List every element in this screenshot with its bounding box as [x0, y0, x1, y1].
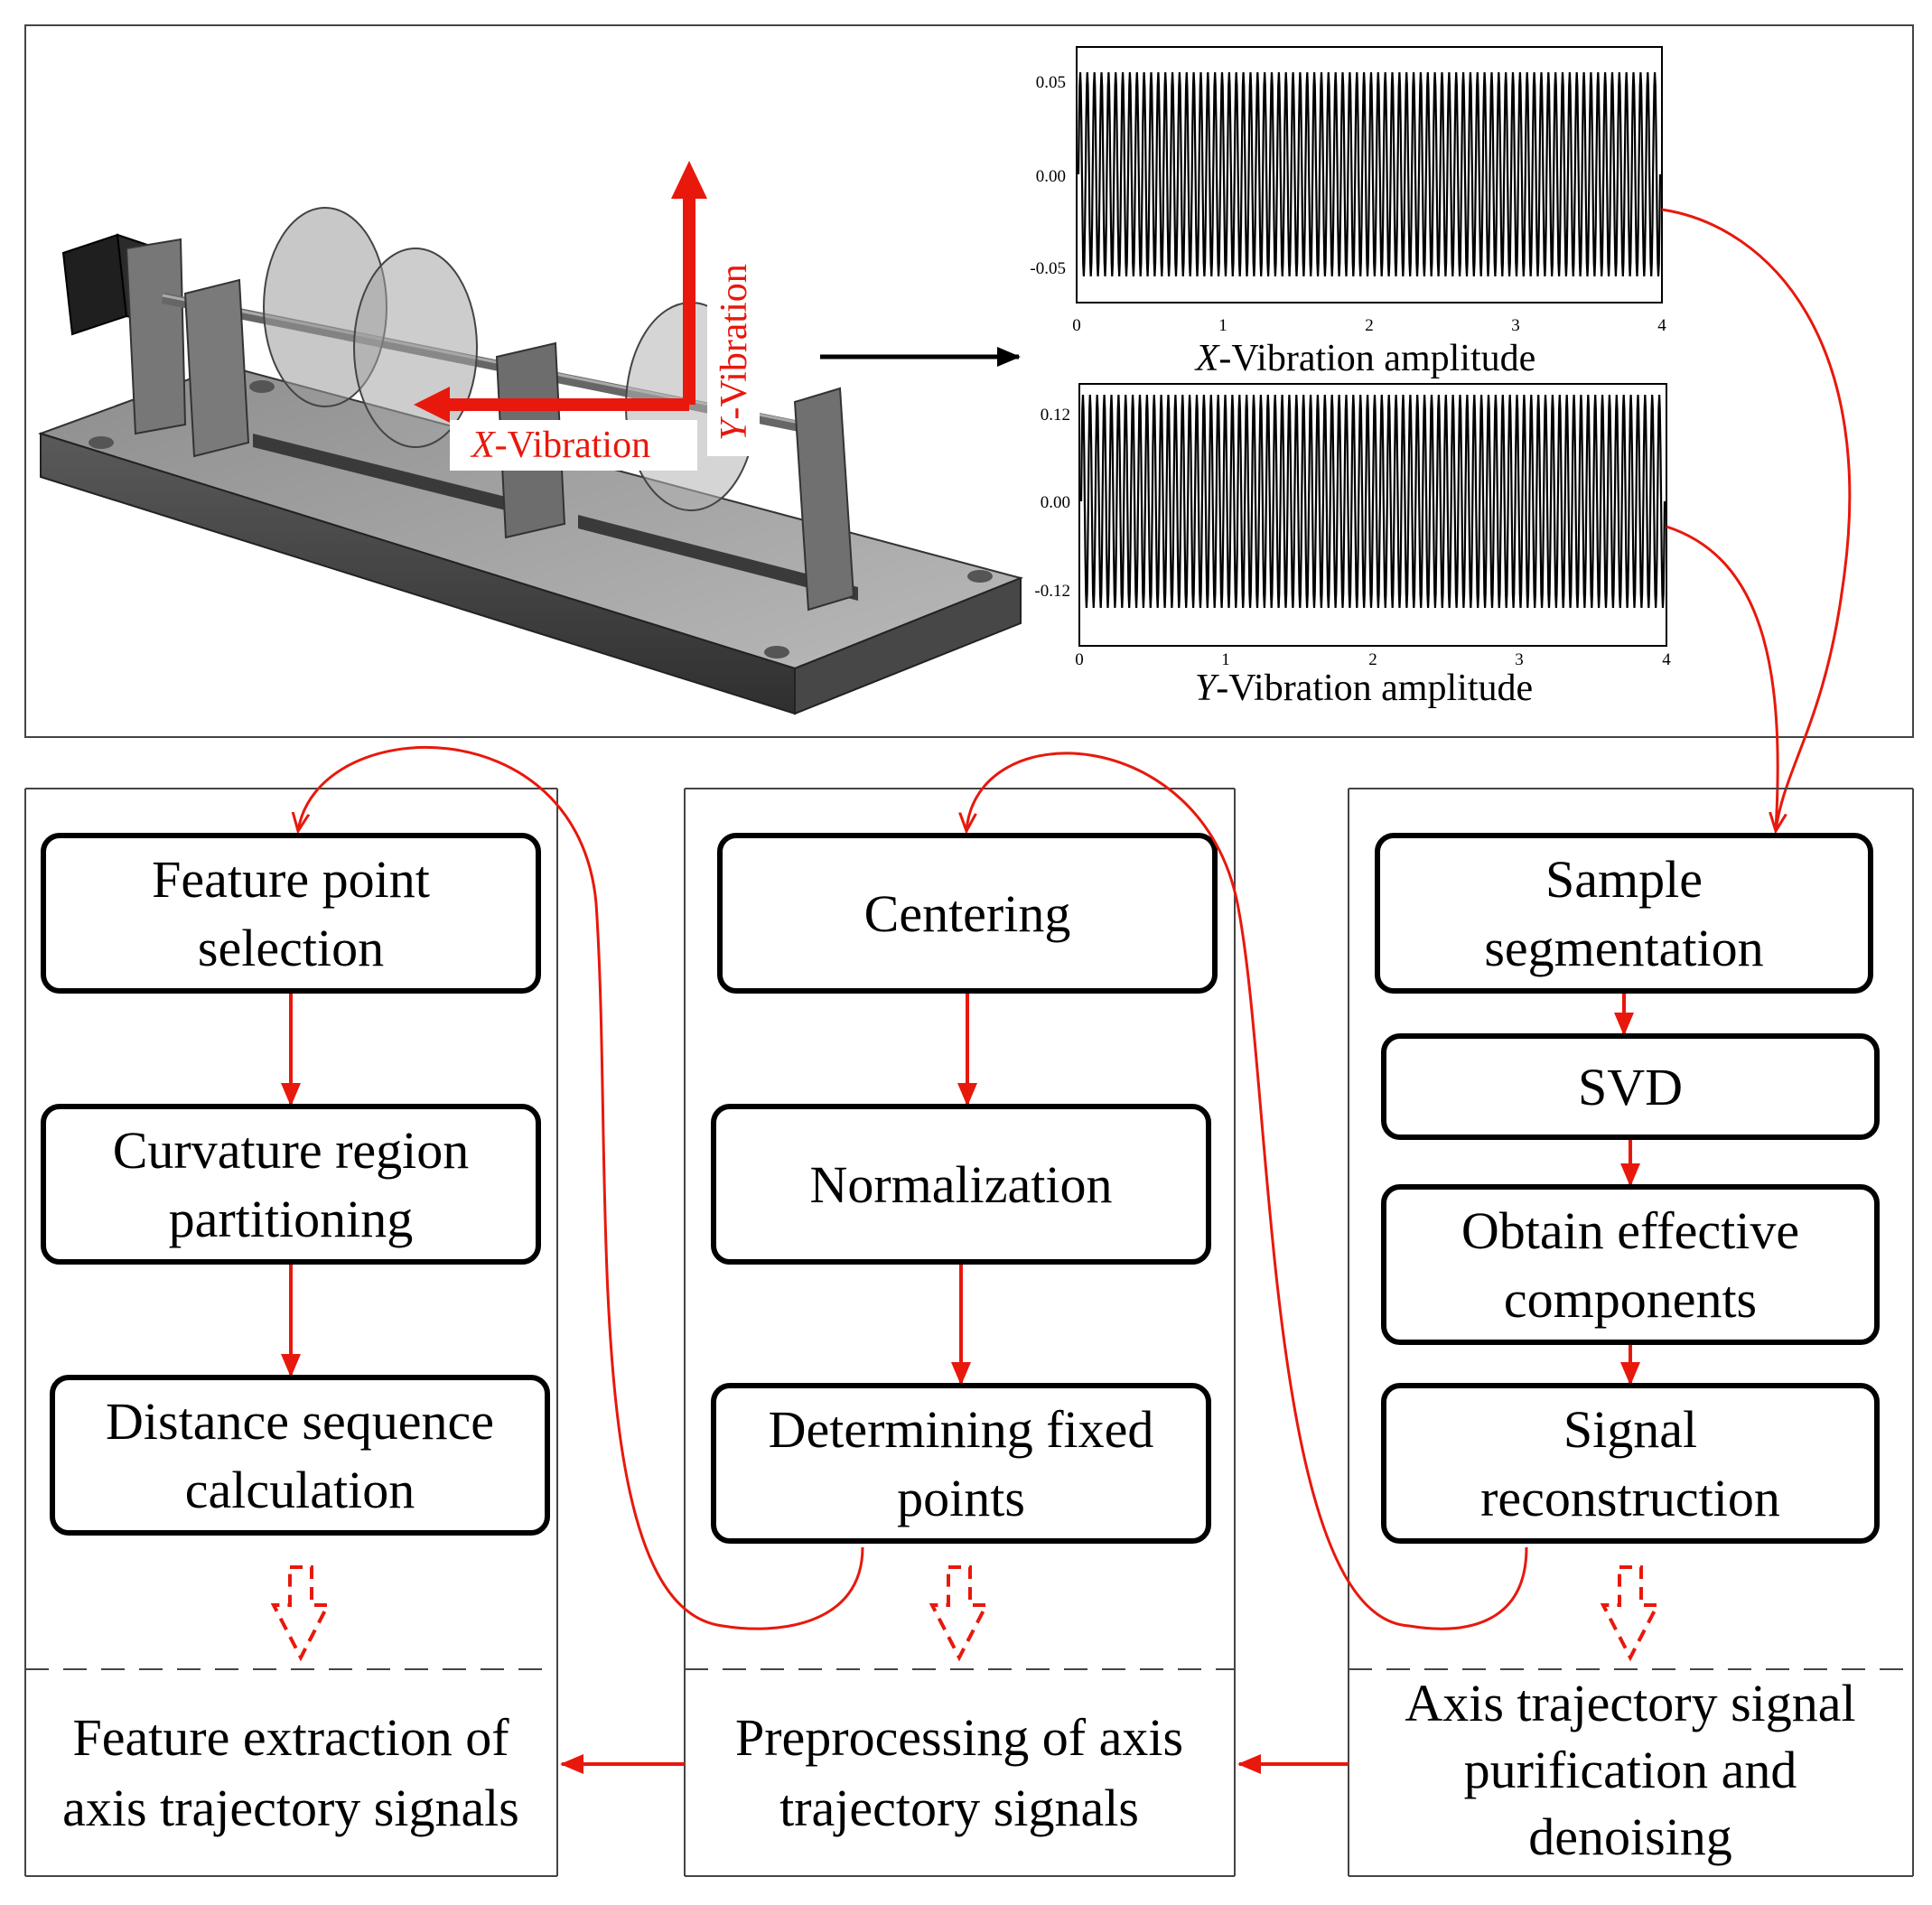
x-tick: 1	[1221, 650, 1230, 669]
reconstruction-to-centering-connector	[966, 752, 1528, 1630]
right-column	[1348, 788, 1914, 1877]
top-frame	[24, 24, 1914, 738]
process-step-label: calculation	[185, 1461, 415, 1519]
process-step-label: Obtain effective	[1461, 1201, 1799, 1260]
dashed-down-arrow	[270, 1565, 331, 1662]
y-tick: 0.00	[1041, 493, 1070, 512]
process-step-label: Centering	[864, 884, 1071, 943]
process-step-label: SVD	[1578, 1058, 1683, 1116]
plot-x-to-sampling-connector	[1661, 208, 1852, 831]
process-step-label: partitioning	[169, 1190, 414, 1248]
y-tick: 0.12	[1041, 406, 1070, 425]
process-step-label: Signal	[1563, 1400, 1697, 1459]
stage-title-line: purification and	[1464, 1741, 1797, 1799]
dashed-down-arrow	[1600, 1565, 1661, 1662]
process-step-box: Curvature region partitioning	[41, 1104, 541, 1265]
process-step-label: points	[897, 1469, 1025, 1527]
left-column	[24, 789, 558, 1877]
middle-column	[684, 788, 1236, 1877]
x-tick: 1	[1218, 316, 1227, 335]
y-vibration-label: Y-Vibration	[714, 264, 755, 441]
x-tick: 4	[1657, 316, 1666, 335]
dashed-down-arrows	[270, 1565, 1661, 1662]
y-tick: -0.05	[1030, 259, 1066, 278]
x-tick: 0	[1072, 316, 1081, 335]
y-tick: 0.05	[1036, 73, 1066, 92]
x-vibration-plot: 0.05 0.00 -0.05 0 1 2 3 4 X-Vibration am…	[1030, 46, 1666, 379]
stage-title-line: axis trajectory signals	[62, 1779, 519, 1837]
process-step-label: selection	[198, 919, 384, 977]
process-step-label: Normalization	[809, 1155, 1112, 1214]
stage-title-line: denoising	[1528, 1807, 1732, 1866]
stage-title-line: Feature extraction of	[72, 1708, 509, 1767]
process-step-box: Centering	[717, 833, 1218, 994]
stage-title-line: trajectory signals	[779, 1779, 1139, 1837]
process-step-label: segmentation	[1484, 919, 1763, 977]
stage-titles: Axis trajectory signal purification and de…	[62, 1674, 1856, 1866]
plot-y-to-sampling-connector	[1666, 525, 1779, 832]
x-tick: 2	[1368, 650, 1377, 669]
x-tick: 3	[1515, 650, 1524, 669]
process-step-label: Feature point	[152, 850, 430, 909]
process-step-label: reconstruction	[1480, 1469, 1780, 1527]
y-vibration-plot: 0.12 0.00 -0.12 0 1 2 3 4 Y-Vibration am…	[1034, 383, 1671, 709]
x-vibration-waveform	[1077, 71, 1662, 277]
process-step-label: Curvature region	[113, 1121, 470, 1180]
x-axis-label: X-Vibration amplitude	[1194, 338, 1536, 379]
process-step-box: Obtain effective components	[1381, 1184, 1880, 1345]
y-tick: -0.12	[1034, 582, 1070, 601]
dashed-down-arrow	[929, 1565, 990, 1662]
process-step-box: SVD	[1381, 1033, 1880, 1140]
x-tick: 4	[1662, 650, 1671, 669]
process-step-label: Determining fixed	[769, 1400, 1154, 1459]
process-step-box: Distance sequence calculation	[50, 1375, 550, 1536]
process-step-box: Sample segmentation	[1375, 833, 1873, 994]
x-tick: 3	[1511, 316, 1520, 335]
process-step-box: Normalization	[711, 1104, 1211, 1265]
x-tick: 0	[1075, 650, 1084, 669]
fixed-points-to-feature-selection-connector	[298, 746, 864, 1630]
y-tick: 0.00	[1036, 167, 1066, 186]
process-step-label: Sample	[1545, 850, 1703, 909]
stage-title-line: Preprocessing of axis	[735, 1708, 1183, 1767]
x-tick: 2	[1365, 316, 1374, 335]
x-axis-label: Y-Vibration amplitude	[1195, 668, 1533, 709]
process-step-label: Distance sequence	[106, 1392, 494, 1451]
process-step-label: components	[1504, 1270, 1757, 1329]
stage-title-line: Axis trajectory signal	[1405, 1674, 1855, 1732]
y-vibration-waveform	[1079, 394, 1666, 609]
process-step-box: Determining fixed points	[711, 1383, 1211, 1544]
x-vibration-label: X-Vibration	[470, 425, 650, 466]
process-step-box: Signal reconstruction	[1381, 1383, 1880, 1544]
process-step-box: Feature point selection	[41, 833, 541, 994]
